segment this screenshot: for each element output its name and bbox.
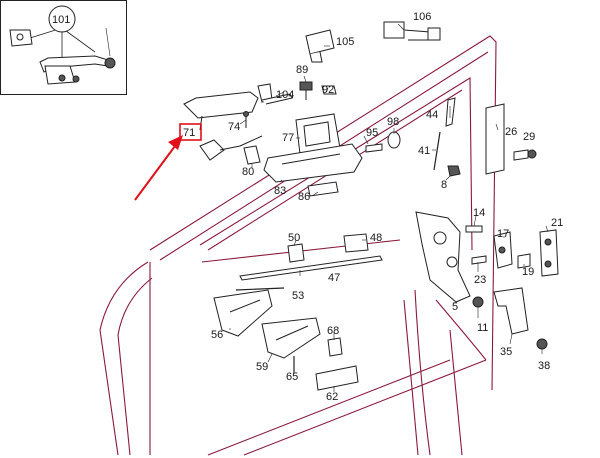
callout-47: 47 — [328, 272, 340, 284]
callout-35: 35 — [500, 346, 512, 358]
callout-80: 80 — [242, 166, 254, 178]
callout-26: 26 — [505, 126, 517, 138]
callout-23: 23 — [474, 274, 486, 286]
highlight-box — [179, 123, 202, 141]
callout-59: 59 — [256, 361, 268, 373]
callout-101-circle — [48, 5, 76, 33]
callout-17: 17 — [497, 228, 509, 240]
callout-106: 106 — [413, 11, 431, 23]
callout-19: 19 — [522, 266, 534, 278]
callout-62: 62 — [326, 391, 338, 403]
callout-41: 41 — [418, 145, 430, 157]
callout-48: 48 — [370, 232, 382, 244]
callout-44: 44 — [426, 109, 438, 121]
callout-5: 5 — [452, 301, 458, 313]
callout-98: 98 — [387, 116, 399, 128]
callout-101: 101 — [52, 14, 70, 26]
callout-71: 71 — [183, 127, 195, 139]
callout-8: 8 — [441, 179, 447, 191]
callout-68: 68 — [327, 325, 339, 337]
callout-77: 77 — [282, 132, 294, 144]
callout-21: 21 — [551, 217, 563, 229]
callout-89: 89 — [296, 64, 308, 76]
callout-83: 83 — [274, 185, 286, 197]
callout-86: 86 — [298, 191, 310, 203]
callout-104: 104 — [276, 89, 294, 101]
callout-labels: 101 106 105 89 92 104 74 71 77 95 98 44 … — [48, 5, 563, 403]
callout-65: 65 — [286, 371, 298, 383]
door-handle-part — [183, 91, 259, 119]
callout-92: 92 — [322, 84, 334, 96]
parts-layer — [183, 21, 559, 391]
callout-105: 105 — [336, 36, 354, 48]
callout-56: 56 — [211, 329, 223, 341]
callout-38: 38 — [538, 360, 550, 372]
callout-50: 50 — [288, 232, 300, 244]
highlight-arrow — [134, 141, 179, 201]
callout-74: 74 — [228, 121, 240, 133]
leader-lines — [105, 23, 549, 392]
inset-detail-box — [0, 0, 127, 95]
callout-11: 11 — [477, 322, 488, 334]
callout-29: 29 — [523, 131, 535, 143]
callout-95: 95 — [366, 127, 378, 139]
callout-53: 53 — [292, 290, 304, 302]
door-outline — [99, 35, 497, 456]
highlight-marker — [134, 123, 202, 201]
callout-14: 14 — [473, 207, 485, 219]
